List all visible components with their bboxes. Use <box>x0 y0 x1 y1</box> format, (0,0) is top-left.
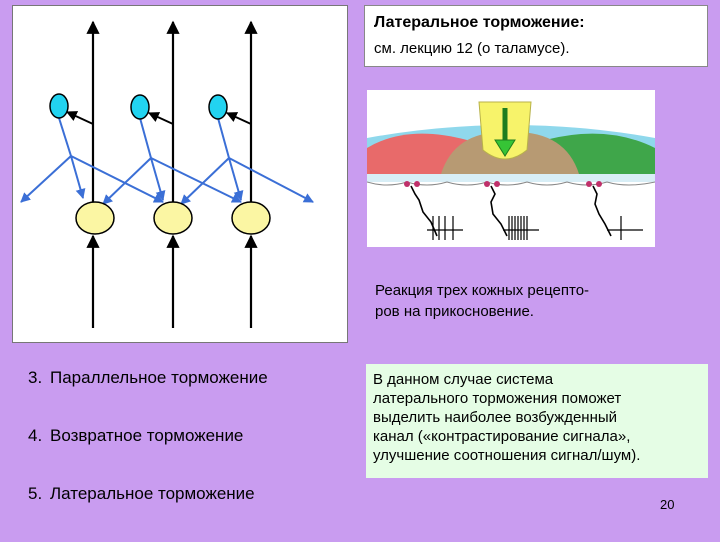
receptor-caption: Реакция трех кожных рецепто- ров на прик… <box>375 280 675 322</box>
list-item-label: Латеральное торможение <box>50 484 255 503</box>
note-line-2: латерального торможения поможет <box>373 390 622 407</box>
note-line-3: выделить наиболее возбужденный <box>373 409 618 426</box>
slide-title: Латеральное торможение: <box>374 14 585 31</box>
list-item-number: 5. <box>28 484 43 503</box>
list-item: 5. Латеральное торможение <box>28 484 268 542</box>
relay-neuron-2 <box>153 201 193 235</box>
list-item: 4. Возвратное торможение <box>28 426 268 484</box>
excitatory-collaterals <box>66 111 252 125</box>
relay-neuron-1 <box>75 201 115 235</box>
caption-line-2: ров на прикосновение. <box>375 303 534 320</box>
skin-svg <box>367 101 655 240</box>
interneuron-3 <box>208 94 228 120</box>
caption-line-1: Реакция трех кожных рецепто- <box>375 282 590 299</box>
interneuron-1 <box>49 93 69 119</box>
interneuron-2 <box>130 94 150 120</box>
relay-neuron-3 <box>231 201 271 235</box>
explanation-text: В данном случае система латерального тор… <box>373 370 705 465</box>
explanation-note: В данном случае система латерального тор… <box>366 364 708 478</box>
interneurons <box>49 93 228 120</box>
stimulus-arrow-icon <box>494 139 516 157</box>
inhibition-types-list: 3. Параллельное торможение 4. Возвратное т… <box>28 368 268 542</box>
list-item-number: 3. <box>28 368 43 387</box>
note-line-1: В данном случае система <box>373 371 554 388</box>
output-axons <box>86 20 258 202</box>
note-line-4: канал («контрастирование сигнала», <box>373 428 631 445</box>
receptor-endings <box>404 181 602 187</box>
slide-subtitle: см. лекцию 12 (о таламусе). <box>374 40 570 57</box>
circuit-svg <box>20 20 314 328</box>
title-box: Латеральное торможение: см. лекцию 12 (о… <box>364 5 708 67</box>
list-item-label: Параллельное торможение <box>50 368 268 387</box>
note-line-5: улучшение соотношения сигнал/шум). <box>373 447 641 464</box>
lateral-inhibition-circuit-diagram <box>12 5 348 343</box>
page-number: 20 <box>660 497 675 512</box>
skin-receptor-illustration <box>367 90 655 247</box>
list-item-label: Возвратное торможение <box>50 426 244 445</box>
spike-trains <box>427 216 643 240</box>
receptor-fibers <box>410 185 612 237</box>
input-axons <box>86 234 258 328</box>
inhibitory-axons <box>20 117 314 205</box>
relay-neurons <box>75 201 271 235</box>
list-item: 3. Параллельное торможение <box>28 368 268 426</box>
list-item-number: 4. <box>28 426 43 445</box>
